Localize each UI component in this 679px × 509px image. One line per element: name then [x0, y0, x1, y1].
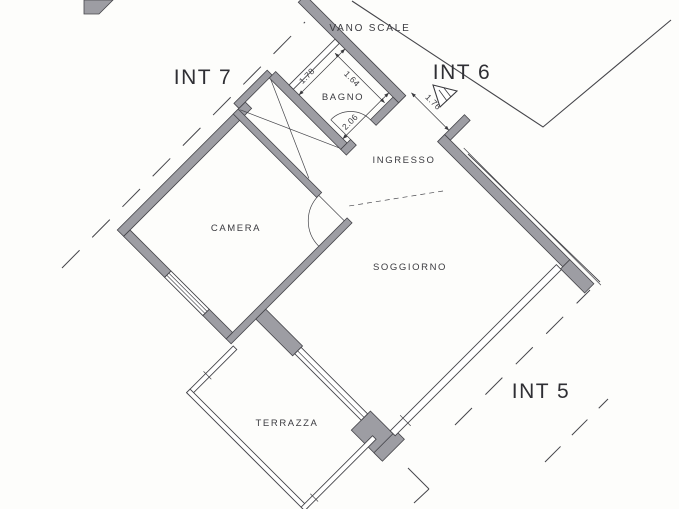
stairwell-label: VANO SCALE: [329, 23, 410, 34]
entrance-arrow-icon: [432, 84, 459, 108]
dimension-lines: [298, 48, 450, 140]
unit-label-int-6: INT 6: [433, 61, 491, 84]
bagno-nw-partition: [288, 38, 340, 90]
soggiorno-sw-wall: [255, 308, 304, 357]
soggiorno-corner-stub: [560, 259, 595, 294]
camera-door-swing: [307, 195, 320, 247]
dimension-line-entrance-width: [411, 92, 450, 131]
terrace-parapet-tick-1: [203, 371, 212, 380]
terrace-window-mullion: [297, 350, 365, 418]
entrance-gap-edge-bottom: [437, 134, 445, 142]
bagno-se-wall-right: [369, 96, 400, 126]
windows-and-parapets: [164, 38, 562, 509]
bagno-se-wall-left: [340, 138, 357, 156]
terrace-parapet-tick-2: [310, 493, 319, 502]
camera-ingresso-wall: [232, 108, 323, 199]
dimension-label-ingresso-width: 2.06: [340, 112, 360, 132]
entrance-stub-wall: [444, 114, 471, 141]
bagno-sw-wall: [268, 71, 348, 150]
ne-boundary-thin-line: [463, 147, 602, 286]
soggiorno-se-window-wall: [389, 264, 562, 437]
dimension-line-ingresso-width: [342, 92, 390, 140]
ne-wall-lower: [437, 133, 571, 268]
neighbor-wall-fragment: [83, 0, 114, 15]
camera-nw-wall: [116, 101, 253, 237]
soggiorno-terrace-window: [294, 346, 369, 421]
ne-wall-upper: [297, 0, 407, 104]
room-label-ingresso: INGRESSO: [373, 155, 436, 166]
shaft-cross-line-2: [270, 79, 310, 179]
plan-detail-lines: [166, 79, 602, 502]
camera-window-mullion-1: [166, 275, 206, 314]
terrace-parapet-nw: [185, 345, 238, 397]
unit-boundary-dashes-int5: [454, 289, 591, 426]
camera-se-wall: [225, 217, 353, 345]
camera-sw-wall-upper: [123, 229, 172, 278]
terrace-pillar-foot: [373, 430, 405, 462]
ingresso-soggiorno-dashed-opening: [349, 190, 447, 207]
terrace-parapet-sw: [185, 388, 309, 509]
camera-door-leaf: [318, 195, 345, 222]
unit-boundary-dashes-int7: [61, 21, 306, 269]
shaft-nw-wall: [233, 69, 273, 109]
site-context-lines: [61, 0, 672, 504]
apartment-geometry: 1.78 1.64 2.06 1.76: [116, 0, 602, 509]
unit-label-int-7: INT 7: [174, 66, 232, 89]
unit-label-int-5: INT 5: [512, 380, 570, 403]
unit-boundary-dashes-int5-lower: [544, 398, 609, 463]
room-label-camera: CAMERA: [211, 223, 261, 234]
se-window-tick: [399, 415, 411, 427]
camera-window-mullion-2: [168, 272, 208, 312]
terrace-corner-tick: [413, 488, 430, 504]
dimension-label-bagno-depth: 1.64: [342, 69, 362, 89]
room-label-terrazza: TERRAZZA: [256, 418, 319, 429]
plan-labels: VANO SCALE INT 7 INT 6 INT 5 BAGNO INGRE…: [174, 23, 570, 429]
room-label-soggiorno: SOGGIORNO: [373, 262, 447, 273]
camera-sw-wall-lower: [202, 308, 234, 340]
terrace-parapet-se: [300, 435, 377, 509]
room-label-bagno: BAGNO: [322, 92, 364, 103]
stairwell-boundary-line: [351, 0, 672, 128]
camera-window: [164, 270, 210, 317]
entrance-gap-edge-top: [398, 95, 407, 103]
terrace-corner-line: [407, 467, 430, 490]
